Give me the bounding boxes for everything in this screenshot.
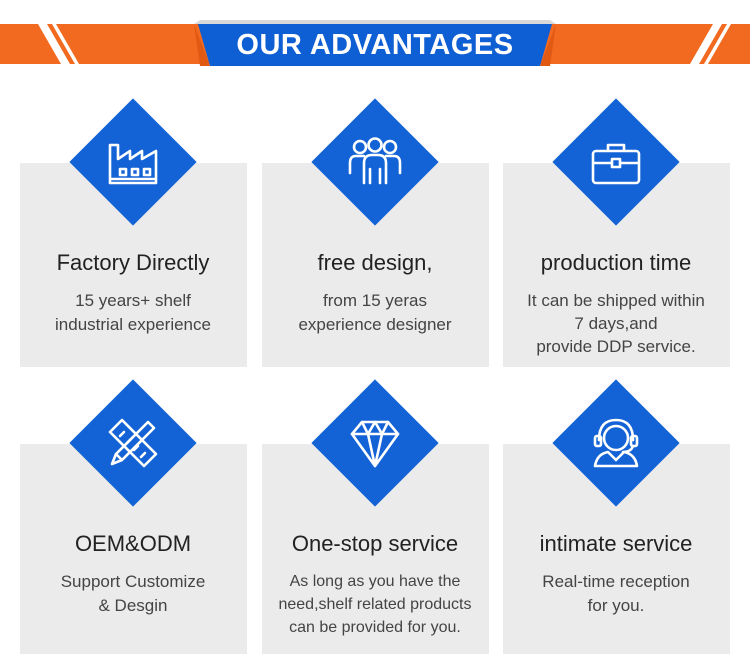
card-title: intimate service [539, 531, 693, 556]
diamond-icon [350, 420, 400, 468]
card-title: Factory Directly [56, 250, 210, 275]
card-description: 15 years+ shelf industrial experience [55, 291, 211, 334]
card-description: As long as you have the need,shelf relat… [278, 573, 472, 636]
card-title: free design, [317, 250, 433, 275]
briefcase-icon [591, 143, 641, 185]
ruler-pencil-icon [108, 418, 158, 468]
card-description: from 15 yeras experience designer [298, 291, 452, 334]
card-description: Real-time reception for you. [542, 572, 690, 615]
page-title: OUR ADVANTAGES [236, 28, 514, 61]
headset-icon [593, 418, 639, 468]
card-title: OEM&ODM [74, 531, 192, 556]
banner-graphic [38, 20, 731, 66]
card-title: One-stop service [291, 531, 459, 556]
card-title: production time [540, 250, 692, 275]
team-icon [348, 137, 402, 185]
factory-icon [108, 143, 158, 185]
card-description: It can be shipped within 7 days,and prov… [527, 291, 705, 356]
card-description: Support Customize & Desgin [60, 572, 206, 615]
